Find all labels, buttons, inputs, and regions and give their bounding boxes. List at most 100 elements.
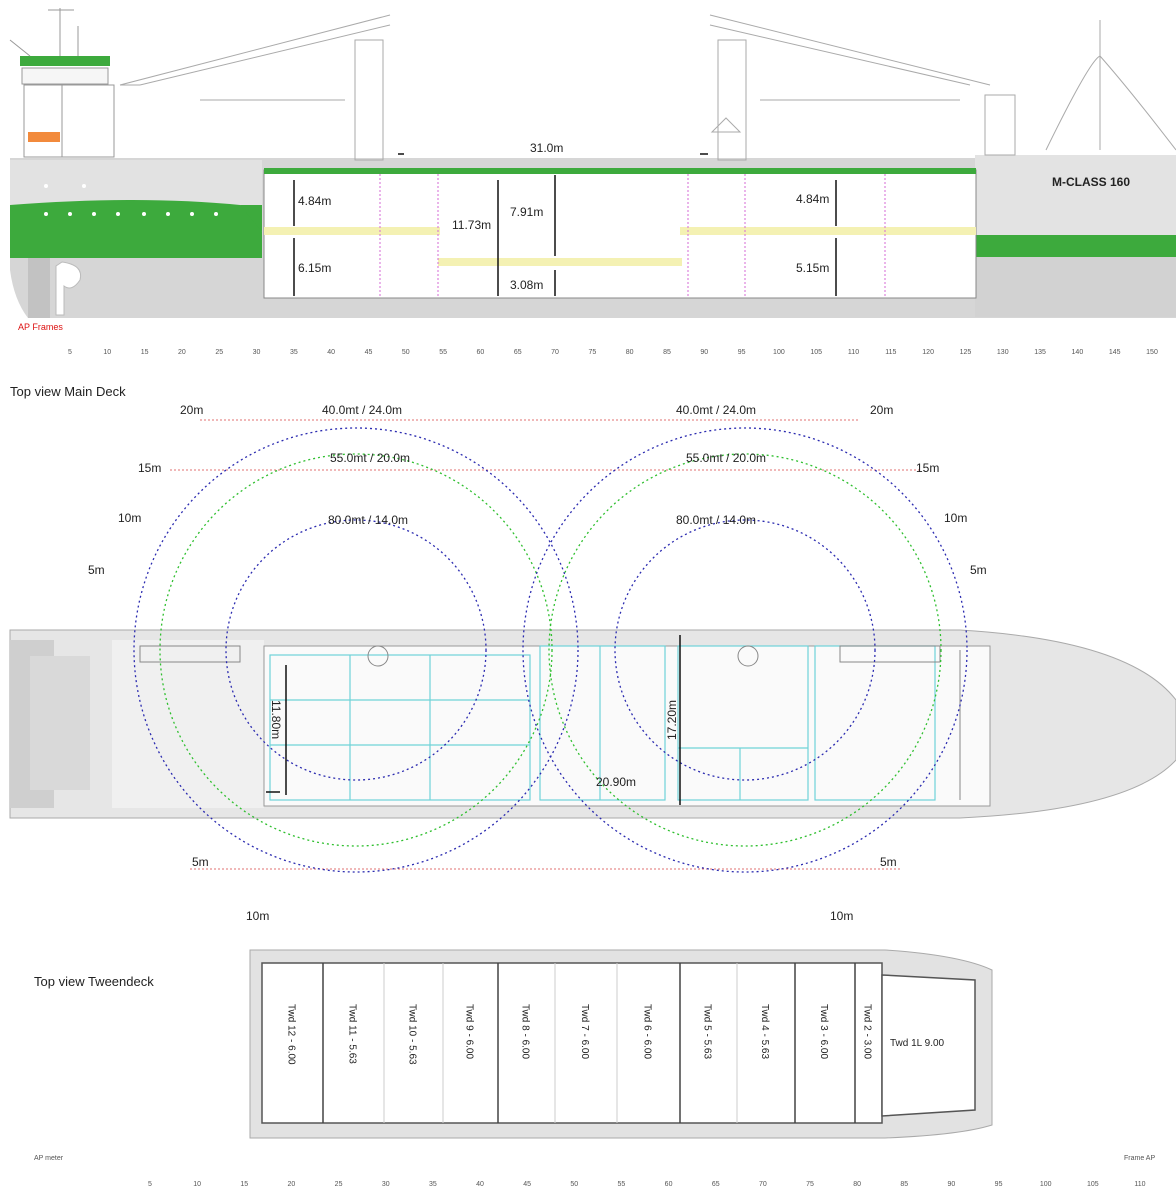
frame-tick-label: 145 [1109, 349, 1121, 356]
frame-tick-label: 95 [738, 349, 746, 356]
dim-lower-left: 6.15m [298, 261, 331, 275]
side-5m-right: 5m [880, 855, 897, 869]
bow-panel-label: Twd 1L 9.00 [890, 1038, 945, 1049]
crane-left-outer: 40.0mt / 24.0m [322, 403, 402, 417]
radius-10m-right: 10m [944, 511, 967, 525]
frame-tick-label: 25 [215, 349, 223, 356]
crane-right-inner: 80.0mt / 14.0m [676, 513, 756, 527]
crane-right-outer: 40.0mt / 24.0m [676, 403, 756, 417]
frame-tick-label: 5 [68, 349, 72, 356]
meter-tick-label: 20 [288, 1181, 296, 1188]
crane-right [709, 14, 991, 161]
radius-15m-right: 15m [916, 461, 939, 475]
frame-lines [379, 174, 886, 298]
frame-tick-label: 115 [885, 349, 896, 356]
radius-15m-left: 15m [138, 461, 161, 475]
ap-meter-label: AP meter [34, 1155, 64, 1162]
tweendeck-panel-label: Twd 7 - 6.00 [579, 1004, 590, 1059]
radius-5m-right: 5m [970, 563, 987, 577]
dim-lower-right: 5.15m [796, 261, 829, 275]
hull-green-stern [10, 205, 262, 258]
frame-tick-label: 140 [1072, 349, 1084, 356]
frame-tick-label: 80 [626, 349, 634, 356]
deck-dim-arrows [266, 635, 681, 805]
meter-tick-label: 70 [759, 1181, 767, 1188]
meter-tick-label: 60 [665, 1181, 673, 1188]
fp-label: Frame AP [1124, 1155, 1155, 1162]
meter-tick-label: 80 [853, 1181, 861, 1188]
tweendeck-title: Top view Tweendeck [34, 974, 154, 989]
frame-tick-label: 10 [103, 349, 111, 356]
frame-tick-label: 45 [365, 349, 373, 356]
dim-upper-right: 4.84m [796, 192, 829, 206]
tweendeck-panel-label: Twd 9 - 6.00 [464, 1004, 475, 1059]
side-5m-left: 5m [192, 855, 209, 869]
frame-tick-label: 135 [1034, 349, 1046, 356]
frame-tick-label: 150 [1146, 349, 1158, 356]
dim-mid-upper: 7.91m [510, 205, 543, 219]
side-view: 31.0m 4.84m 6.15m 11.73m 7.91m 3.08m 4.8… [9, 8, 1176, 356]
tweendeck-mid [438, 258, 682, 266]
frame-tick-label: 85 [663, 349, 671, 356]
frame-tick-label: 30 [253, 349, 261, 356]
main-deck-title: Top view Main Deck [10, 384, 126, 399]
tweendeck-panel-label: Twd 12 - 6.00 [286, 1004, 297, 1065]
main-deck-view: 11.80m 17.20m 20.90m 40.0mt / 24.0m 55.0… [9, 403, 1176, 923]
frame-tick-label: 125 [960, 349, 972, 356]
ap-frames-label: AP Frames [18, 322, 63, 332]
tweendeck-panel-label: Twd 2 - 3.00 [862, 1004, 873, 1059]
meter-tick-label: 35 [429, 1181, 437, 1188]
crane-right-middle: 55.0mt / 20.0m [686, 451, 766, 465]
meter-tick-label: 15 [240, 1181, 248, 1188]
frame-tick-label: 50 [402, 349, 410, 356]
bow-panel [881, 974, 976, 1117]
rudder [28, 258, 50, 318]
radius-5m-left: 5m [88, 563, 105, 577]
hatch-width-left: 11.80m [269, 700, 283, 739]
meter-tick-label: 95 [995, 1181, 1003, 1188]
frame-tick-label: 105 [810, 349, 822, 356]
meter-tick-label: 25 [335, 1181, 343, 1188]
frame-tick-label: 15 [141, 349, 149, 356]
meter-tick-label: 90 [948, 1181, 956, 1188]
deck-equipment [139, 645, 961, 800]
frame-tick-label: 90 [700, 349, 708, 356]
bow-upper [975, 155, 1176, 235]
meter-tick-label: 55 [618, 1181, 626, 1188]
crane-circles-right [522, 427, 968, 873]
meter-tick-label: 50 [570, 1181, 578, 1188]
frame-tick-label: 60 [477, 349, 485, 356]
meter-tick-label: 105 [1087, 1181, 1099, 1188]
hatch-width-right: 17.20m [665, 700, 679, 740]
stern-upper [10, 160, 262, 205]
lifeboat [28, 132, 60, 142]
mast-bow [984, 20, 1176, 156]
radius-20m-left: 20m [180, 403, 203, 417]
frame-tick-label: 20 [178, 349, 186, 356]
frame-tick-label: 120 [922, 349, 934, 356]
hatch-length: 20.90m [596, 775, 636, 789]
dim-mid-total: 11.73m [452, 218, 491, 232]
crane-left [119, 14, 391, 161]
tweendeck-left [264, 227, 440, 235]
meter-tick-label: 65 [712, 1181, 720, 1188]
crane-left-inner: 80.0mt / 14.0m [328, 513, 408, 527]
frame-tick-label: 65 [514, 349, 522, 356]
tweendeck-right [680, 227, 976, 235]
tweendeck-panel-label: Twd 4 - 5.63 [759, 1004, 770, 1059]
frame-tick-label: 55 [439, 349, 447, 356]
meter-tick-label: 45 [523, 1181, 531, 1188]
portholes [44, 184, 218, 216]
hold-length-label: 31.0m [530, 141, 563, 155]
dim-mid-lower: 3.08m [510, 278, 543, 292]
frame-tick-label: 70 [551, 349, 559, 356]
superstructure [9, 8, 115, 158]
radius-lines [170, 419, 920, 870]
meter-tick-label: 75 [806, 1181, 814, 1188]
meter-tick-label: 5 [148, 1181, 152, 1188]
meter-tick-label: 40 [476, 1181, 484, 1188]
